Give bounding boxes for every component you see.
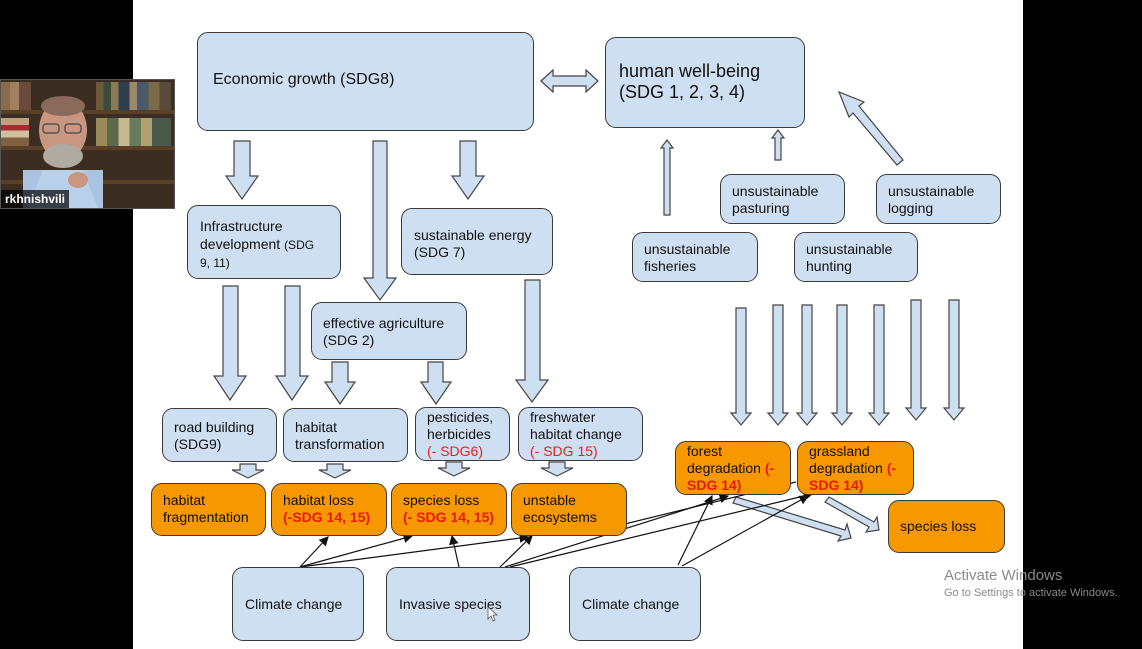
node-label: effective agriculture (323, 315, 445, 331)
node-unsustainable-logging: unsustainable logging (876, 174, 1001, 224)
node-label: sustainable energy (414, 227, 532, 243)
node-forest-degradation: forest degradation (- SDG 14) (675, 441, 791, 495)
watermark-title: Activate Windows (944, 567, 1063, 584)
node-unsustainable-hunting: unsustainable hunting (794, 232, 918, 282)
node-label: unsustainable (644, 241, 731, 257)
books (96, 118, 171, 146)
books (96, 82, 171, 110)
sdg-label: SDG 14) (809, 477, 864, 493)
windows-activation-watermark: Activate Windows Go to Settings to activ… (944, 567, 1118, 601)
node-pesticides-herbicides: pesticides, herbicides (- SDG6) (415, 407, 510, 461)
node-label: degradation (687, 460, 761, 476)
node-label: development (200, 236, 281, 252)
node-label: hunting (806, 258, 852, 274)
node-label: pasturing (732, 200, 790, 216)
sdg-label: (- SDG6) (427, 443, 483, 459)
node-human-wellbeing: human well-being (SDG 1, 2, 3, 4) (605, 37, 805, 128)
node-effective-agriculture: effective agriculture (SDG 2) (311, 302, 467, 360)
sdg-label: 9, 11) (200, 256, 230, 270)
sdg-label: SDG 14) (687, 477, 742, 493)
node-label: unsustainable (888, 183, 975, 199)
sdg-label: (- (886, 460, 897, 476)
node-invasive-species: Invasive species (386, 567, 530, 641)
node-sustainable-energy: sustainable energy (SDG 7) (401, 208, 553, 275)
node-unsustainable-pasturing: unsustainable pasturing (720, 174, 845, 224)
node-label: habitat (163, 492, 206, 508)
node-habitat-transformation: habitat transformation (283, 408, 408, 462)
node-label: fisheries (644, 258, 697, 274)
bookshelf (1, 110, 174, 114)
mouse-cursor-icon (487, 606, 499, 622)
node-climate-change-left: Climate change (232, 567, 364, 641)
node-label: unstable (523, 492, 576, 508)
node-habitat-loss: habitat loss (-SDG 14, 15) (271, 483, 387, 536)
node-label: Climate change (245, 596, 343, 612)
sdg-label: (- SDG 15) (530, 443, 598, 459)
node-label: unsustainable (732, 183, 819, 199)
node-label: grassland (809, 443, 870, 459)
participant-video[interactable]: rkhnishvili (0, 79, 175, 209)
node-unsustainable-fisheries: unsustainable fisheries (632, 232, 758, 282)
node-label: habitat (295, 419, 338, 435)
watermark-subtitle: Go to Settings to activate Windows. (944, 587, 1118, 599)
node-habitat-fragmentation: habitat fragmentation (151, 483, 266, 536)
node-road-building: road building (SDG9) (162, 408, 277, 462)
node-label: species loss (900, 518, 977, 534)
node-label: transformation (295, 436, 385, 452)
node-label: ecosystems (523, 509, 597, 525)
participant-figure (23, 96, 103, 208)
node-economic-growth: Economic growth (SDG8) (197, 32, 534, 131)
node-label: habitat loss (283, 492, 354, 508)
node-label: forest (687, 443, 723, 459)
node-grassland-degradation: grassland degradation (- SDG 14) (797, 441, 914, 495)
bookshelf (1, 146, 174, 150)
sdg-label: (- (764, 460, 775, 476)
books (1, 82, 31, 110)
node-label: (SDG 7) (414, 244, 466, 260)
node-label: human well-being (619, 61, 761, 81)
node-unstable-ecosystems: unstable ecosystems (511, 483, 627, 536)
node-label: unsustainable (806, 241, 893, 257)
node-label: Economic growth (SDG8) (213, 71, 395, 88)
node-label: (SDG 2) (323, 332, 375, 348)
node-label: road building (174, 419, 255, 435)
node-label: logging (888, 200, 934, 216)
sdg-label: (SDG (284, 238, 315, 252)
node-label: Infrastructure (200, 218, 283, 234)
sdg-label: (-SDG 14, 15) (283, 509, 371, 525)
node-climate-change-right: Climate change (569, 567, 701, 641)
node-label: (SDG 1, 2, 3, 4) (619, 82, 746, 102)
node-freshwater-habitat-change: freshwater habitat change (- SDG 15) (518, 407, 643, 461)
node-label: (SDG9) (174, 436, 222, 452)
node-label: degradation (809, 460, 883, 476)
node-label: habitat change (530, 426, 622, 442)
sdg-label: (- SDG 14, 15) (403, 509, 495, 525)
node-label: species loss (403, 492, 480, 508)
node-label: fragmentation (163, 509, 249, 525)
books (1, 118, 29, 146)
node-label: pesticides, (427, 409, 494, 425)
node-label: freshwater (530, 409, 596, 425)
node-label: Invasive species (399, 596, 502, 612)
node-species-loss-right: species loss (888, 500, 1005, 553)
node-label: herbicides (427, 426, 491, 442)
participant-name-tag: rkhnishvili (1, 190, 70, 208)
node-label: Climate change (582, 596, 680, 612)
node-species-loss: species loss (- SDG 14, 15) (391, 483, 507, 536)
node-infrastructure-development: Infrastructure development (SDG 9, 11) (187, 205, 341, 279)
